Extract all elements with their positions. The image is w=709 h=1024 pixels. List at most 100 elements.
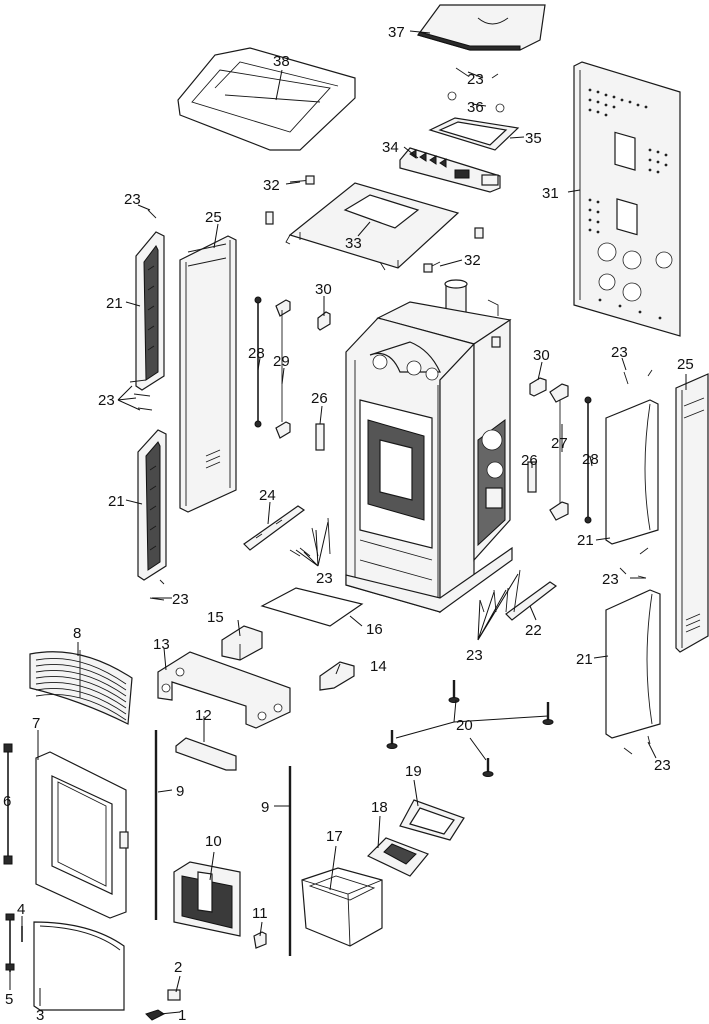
label-27: 27 (551, 435, 568, 452)
part-14-bracket (319, 661, 355, 691)
part-20-feet (386, 680, 554, 777)
part-36-washers (447, 67, 505, 113)
label-31: 31 (542, 185, 559, 202)
label-33: 33 (345, 235, 362, 252)
label-21: 21 (576, 651, 593, 668)
part-17-ash-drawer (301, 867, 383, 947)
label-9: 9 (261, 799, 269, 816)
part-32-bolts (265, 175, 484, 273)
label-8: 8 (73, 625, 81, 642)
part-35-gasket (428, 117, 520, 151)
label-14: 14 (370, 658, 387, 675)
label-23: 23 (172, 591, 189, 608)
part-34-terminal-bar (399, 147, 501, 193)
label-32: 32 (263, 177, 280, 194)
part-7-door (35, 751, 129, 919)
part-19-gasket (399, 799, 465, 841)
part-28-rod-left (254, 296, 262, 428)
part-23-screws-right (479, 569, 521, 613)
part-3-lower-door (33, 921, 125, 1011)
label-1: 1 (178, 1007, 186, 1024)
label-11: 11 (252, 905, 268, 922)
label-35: 35 (525, 130, 542, 147)
label-21: 21 (106, 295, 123, 312)
label-23: 23 (316, 570, 333, 587)
label-36: 36 (467, 99, 484, 116)
label-26: 26 (311, 390, 328, 407)
part-28-rod-right (584, 396, 592, 524)
leader-lines (8, 30, 687, 1015)
label-23: 23 (467, 71, 484, 88)
part-2-plate (167, 989, 181, 1001)
label-25: 25 (205, 209, 222, 226)
part-37-top-lid (417, 4, 546, 51)
label-13: 13 (153, 636, 170, 653)
label-3: 3 (36, 1007, 44, 1024)
label-37: 37 (388, 24, 405, 41)
label-17: 17 (326, 828, 343, 845)
label-34: 34 (382, 139, 399, 156)
label-24: 24 (259, 487, 276, 504)
part-labels: 37 38 23 36 35 34 31 32 33 32 23 25 21 3… (3, 24, 694, 1024)
part-24-bracket (243, 505, 306, 551)
label-7: 7 (32, 715, 40, 732)
label-19: 19 (405, 763, 422, 780)
label-21: 21 (108, 493, 125, 510)
label-38: 38 (273, 53, 290, 70)
part-12-bar (175, 737, 237, 771)
part-30-bracket-right (529, 377, 547, 397)
part-26-bar-left (315, 423, 325, 451)
label-4: 4 (17, 901, 25, 918)
label-29: 29 (273, 353, 290, 370)
part-25-left-side-panel (179, 235, 237, 513)
label-23: 23 (611, 344, 628, 361)
label-10: 10 (205, 833, 222, 850)
part-21-right-upper-panel (605, 399, 659, 545)
label-2: 2 (174, 959, 182, 976)
label-23: 23 (98, 392, 115, 409)
part-27-hinge-right (549, 383, 569, 521)
label-23: 23 (466, 647, 483, 664)
label-28: 28 (582, 451, 599, 468)
label-30: 30 (533, 347, 550, 364)
label-32: 32 (464, 252, 481, 269)
part-21-left-upper-trim (135, 231, 165, 391)
part-10-frame (173, 861, 241, 937)
label-22: 22 (525, 622, 542, 639)
part-6-hinge (3, 743, 13, 865)
label-23: 23 (124, 191, 141, 208)
label-6: 6 (3, 793, 11, 810)
label-5: 5 (5, 991, 13, 1008)
part-31-back-panel (573, 61, 681, 337)
part-18-plate (366, 837, 429, 877)
part-8-grille (29, 650, 133, 725)
label-12: 12 (195, 707, 212, 724)
label-30: 30 (315, 281, 332, 298)
part-1-clip (145, 1009, 165, 1021)
part-16-plate (260, 587, 364, 627)
label-18: 18 (371, 799, 388, 816)
part-38-top-cover (177, 47, 356, 151)
label-21: 21 (577, 532, 594, 549)
part-25-right-side-panel (675, 373, 709, 653)
label-23: 23 (654, 757, 671, 774)
part-21-right-lower-panel (605, 589, 661, 739)
label-26: 26 (521, 452, 538, 469)
part-30-bracket-left (317, 311, 331, 331)
label-25: 25 (677, 356, 694, 373)
part-33-top-plate (285, 182, 460, 271)
part-13-frame (157, 651, 291, 729)
part-15-bracket (221, 625, 263, 661)
stove-body (345, 279, 513, 614)
part-29-hinge-left (275, 299, 291, 439)
part-22-bracket (505, 581, 558, 621)
label-16: 16 (366, 621, 383, 638)
label-9: 9 (176, 783, 184, 800)
label-15: 15 (207, 609, 224, 626)
label-23: 23 (602, 571, 619, 588)
label-20: 20 (456, 717, 473, 734)
part-5-hinge (5, 913, 15, 972)
part-23-screws-center (289, 517, 331, 557)
part-21-left-lower-trim (137, 429, 167, 581)
